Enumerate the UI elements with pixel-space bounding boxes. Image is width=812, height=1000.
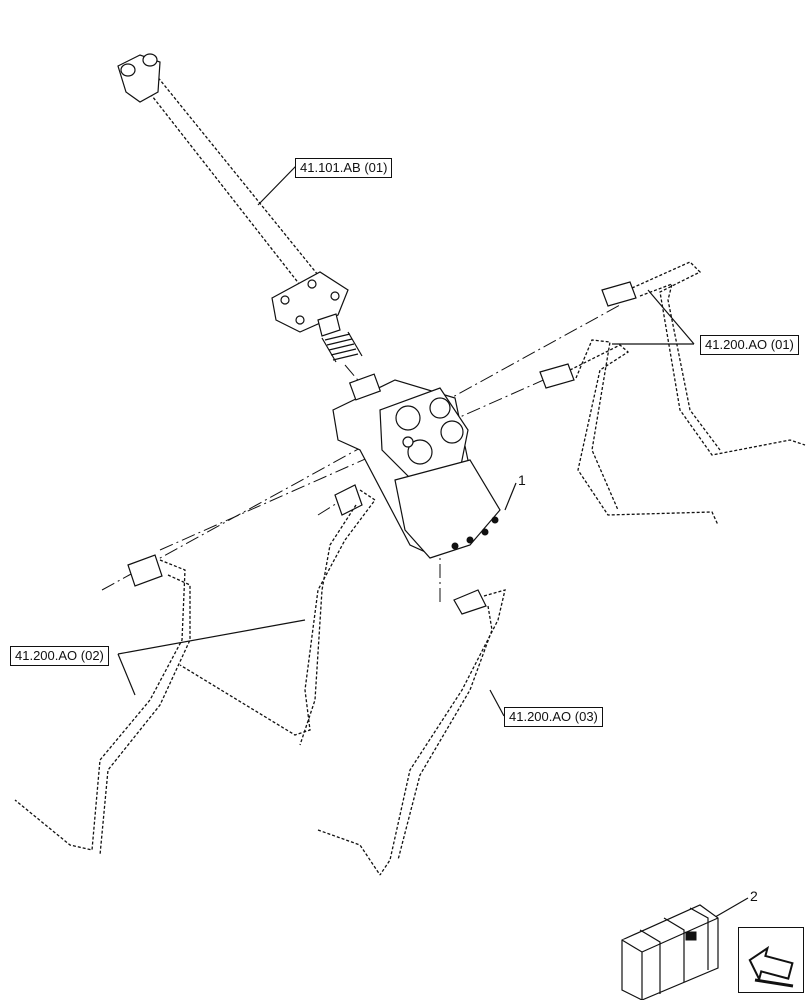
callout-steering-column[interactable]: 41.101.AB (01) xyxy=(295,158,393,178)
item-number-steering-unit: 1 xyxy=(518,472,526,488)
crate-icon xyxy=(621,904,719,1000)
hose-assembly-02 xyxy=(14,484,376,856)
steering-column-shaft xyxy=(117,53,319,286)
steering-unit xyxy=(332,373,501,559)
item-number-kit: 2 xyxy=(750,888,758,904)
hose-assembly-03 xyxy=(317,589,506,876)
return-arrow-icon xyxy=(748,945,794,988)
callout-hose-group-01[interactable]: 41.200.AO (01) xyxy=(700,335,799,355)
spline-coupling xyxy=(321,331,363,363)
callout-hose-group-02[interactable]: 41.200.AO (02) xyxy=(10,646,109,666)
center-lines xyxy=(101,304,621,605)
callout-hose-group-03[interactable]: 41.200.AO (03) xyxy=(504,707,603,727)
hose-assembly-01 xyxy=(539,261,806,526)
return-arrow-button[interactable] xyxy=(738,927,804,993)
column-flange xyxy=(271,271,349,337)
